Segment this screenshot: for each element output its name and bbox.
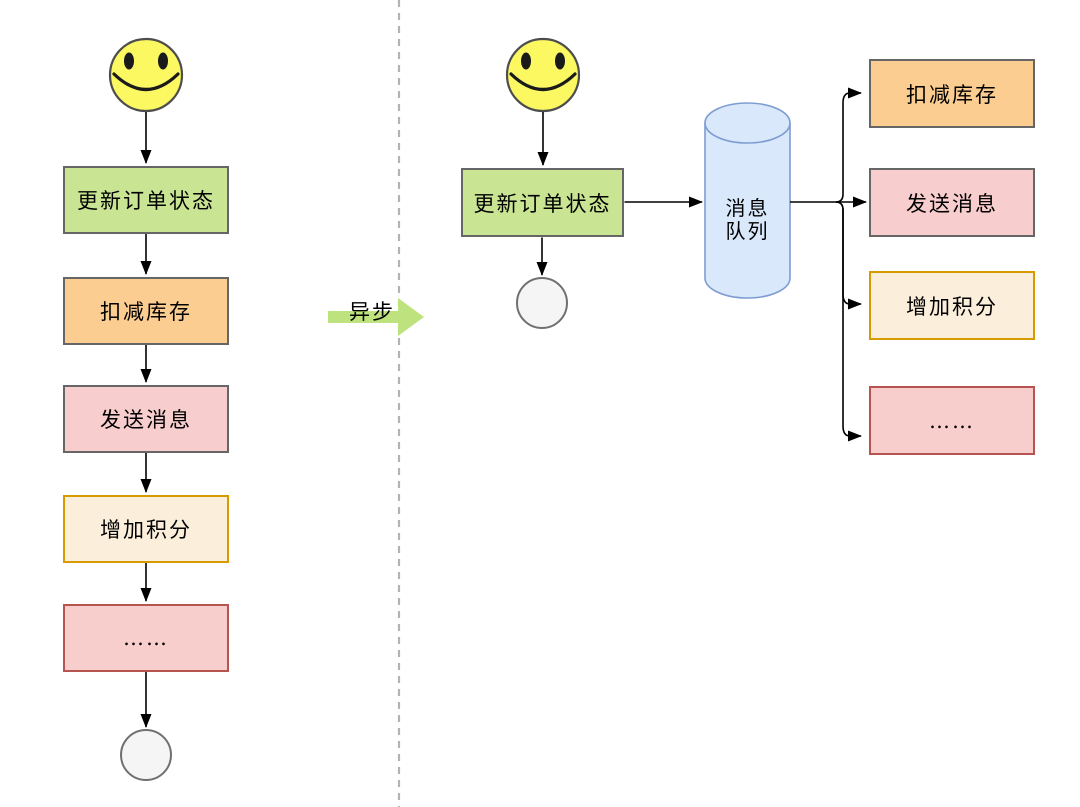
step-deduct-stock: 扣减库存 [63,277,229,345]
smiley-face-icon [108,37,184,113]
async-transition-label: 异步 [349,300,395,324]
consumer-add-points: 增加积分 [869,271,1035,340]
message-queue-label: 消息 队列 [705,197,790,243]
step-add-points: 增加积分 [63,495,229,563]
step-more-ellipsis: …… [63,604,229,672]
consumer-more-ellipsis: …… [869,386,1035,455]
connector-queue-to-more [835,201,862,442]
message-queue-label-line1: 消息 [725,196,770,220]
end-circle [120,729,172,781]
consumer-send-message: 发送消息 [869,168,1035,237]
step-update-order-status-async: 更新订单状态 [461,168,624,237]
smiley-face-icon [505,37,581,113]
async-transition-arrow [328,298,424,336]
step-send-message: 发送消息 [63,385,229,453]
connector-queue-to-points [835,201,862,310]
end-circle [516,277,568,329]
step-update-order-status: 更新订单状态 [63,166,229,234]
message-queue-label-line2: 队列 [725,219,770,243]
connector-queue-to-stock [835,87,862,203]
message-queue-cylinder [704,102,791,299]
consumer-deduct-stock: 扣减库存 [869,59,1035,128]
